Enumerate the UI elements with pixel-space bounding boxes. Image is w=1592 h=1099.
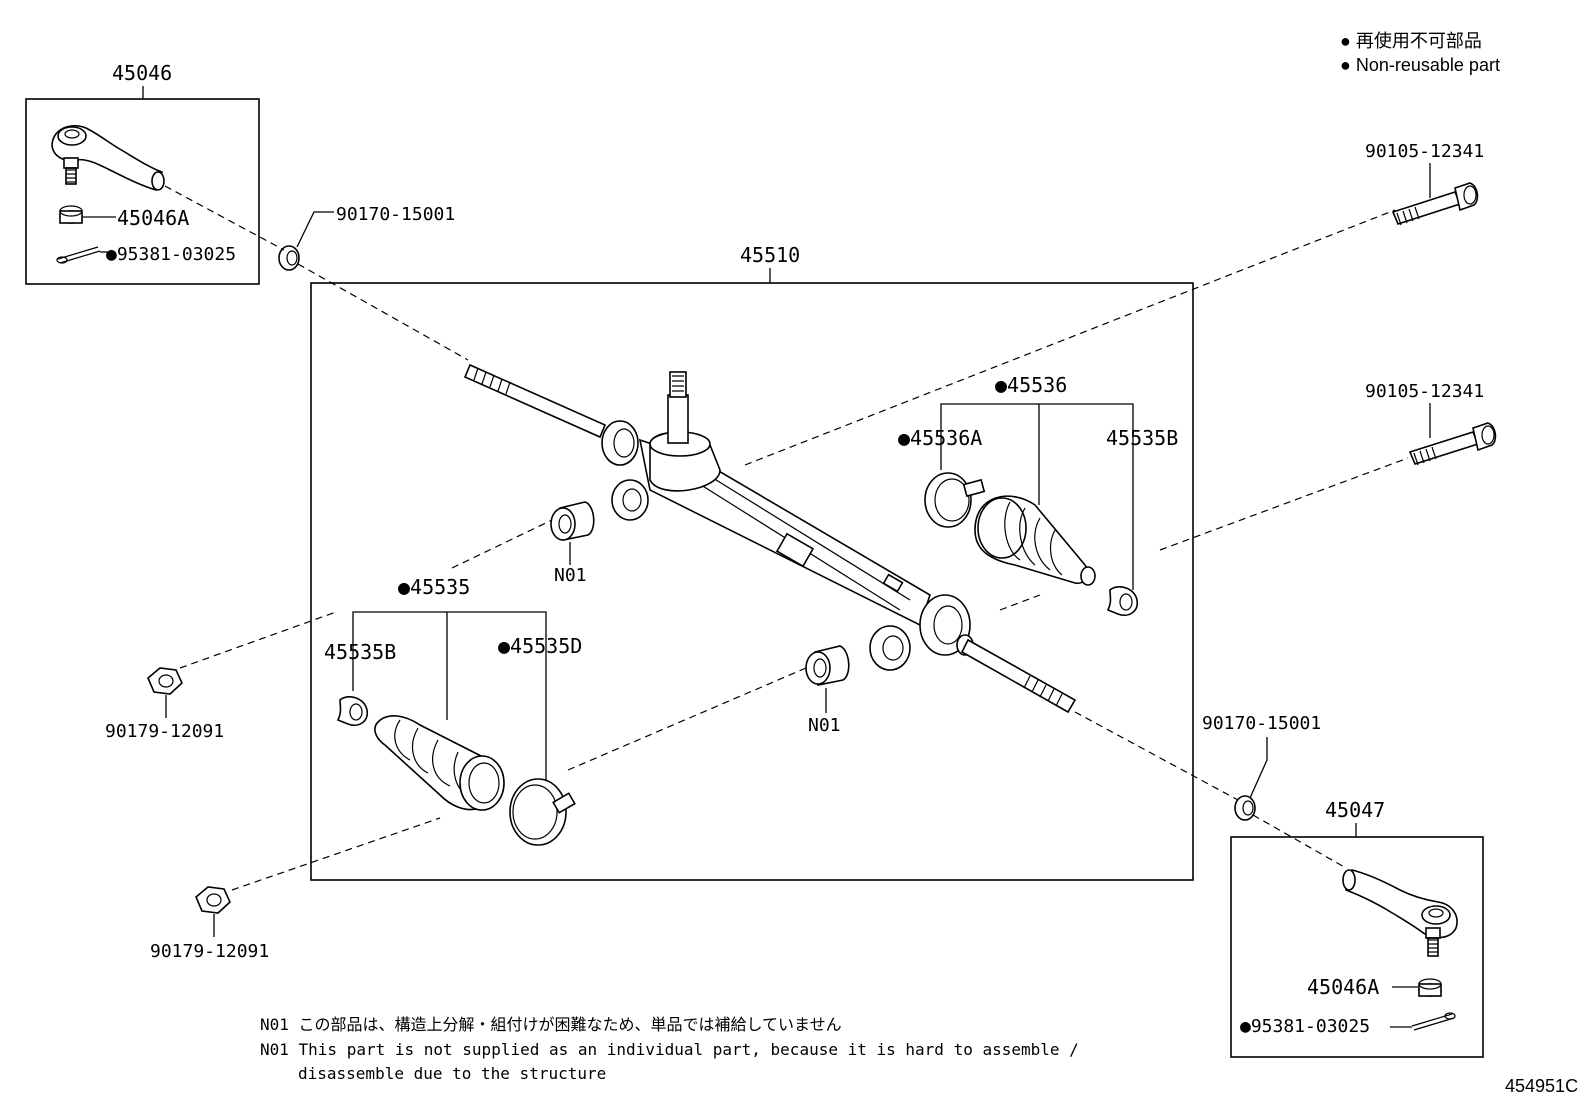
note-n01-en-line2: disassemble due to the structure: [298, 1064, 606, 1083]
legend-non-reusable-en: ● Non-reusable part: [1340, 55, 1500, 75]
bushing-n01-upper: [550, 501, 595, 541]
nut-45046A-left: [59, 205, 83, 224]
label-45535[interactable]: ●45535: [398, 575, 470, 599]
box-45047: [1230, 836, 1484, 1058]
label-n01-lower[interactable]: N01: [808, 715, 841, 736]
steering-rack-assembly: [463, 363, 1077, 714]
label-90179-top[interactable]: 90179-12091: [105, 721, 224, 742]
clip-45535B-right: [1106, 586, 1138, 616]
label-90105-top[interactable]: 90105-12341: [1365, 141, 1484, 162]
clamp-45535D: [509, 778, 576, 846]
bolt-90105-mid: [1408, 422, 1497, 466]
bolt-90105-top: [1391, 182, 1479, 226]
legend-non-reusable-ja: ● 再使用不可部品: [1340, 31, 1482, 51]
label-45536[interactable]: ●45536: [995, 373, 1067, 397]
boot-45536: [974, 495, 1096, 586]
box-45510: [310, 282, 1194, 881]
bushing-n01-lower: [805, 645, 850, 686]
clamp-45536A: [924, 472, 986, 528]
cotter-pin-right: [1411, 1012, 1456, 1031]
label-45046[interactable]: 45046: [112, 61, 172, 85]
note-n01-en-line1: N01 This part is not supplied as an indi…: [260, 1040, 1079, 1059]
label-45046A-right[interactable]: 45046A: [1307, 975, 1379, 999]
label-45046A-left[interactable]: 45046A: [117, 206, 189, 230]
label-90170-top[interactable]: 90170-15001: [336, 204, 455, 225]
label-90105-mid[interactable]: 90105-12341: [1365, 381, 1484, 402]
tie-rod-end-right: [1342, 869, 1458, 957]
label-45535B-right[interactable]: 45535B: [1106, 426, 1178, 450]
label-95381-right[interactable]: ●95381-03025: [1240, 1016, 1370, 1037]
label-45535B-left[interactable]: 45535B: [324, 640, 396, 664]
label-n01-upper[interactable]: N01: [554, 565, 587, 586]
label-95381-left[interactable]: ●95381-03025: [106, 244, 236, 265]
washer-90170-top: [278, 245, 300, 271]
assembly-lines: [164, 185, 1409, 891]
diagram-id: 454951C: [1505, 1076, 1578, 1096]
label-45535D[interactable]: ●45535D: [498, 634, 582, 658]
washer-90170-bottom: [1234, 795, 1256, 821]
bracket-45535: [352, 611, 547, 783]
bracket-45536: [940, 403, 1134, 590]
label-45047[interactable]: 45047: [1325, 798, 1385, 822]
cotter-pin-left: [56, 246, 101, 264]
label-45510[interactable]: 45510: [740, 243, 800, 267]
nut-90179-bottom: [195, 886, 231, 914]
boot-45535: [374, 715, 505, 811]
label-90170-bottom[interactable]: 90170-15001: [1202, 713, 1321, 734]
tie-rod-end-left: [51, 124, 165, 191]
leader-90170-top: [296, 211, 334, 248]
clip-45535B-left: [336, 696, 368, 726]
label-90179-bottom[interactable]: 90179-12091: [150, 941, 269, 962]
note-n01-ja: N01 この部品は、構造上分解・組付けが困難なため、単品では補給していません: [260, 1015, 842, 1034]
nut-45046A-right: [1418, 978, 1442, 997]
nut-90179-top: [147, 667, 183, 695]
leader-90170-bottom: [1249, 737, 1268, 799]
label-45536A[interactable]: ●45536A: [898, 426, 982, 450]
